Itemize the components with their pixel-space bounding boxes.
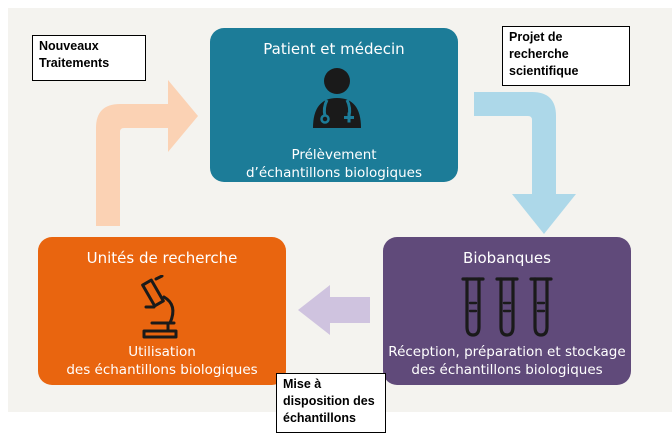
research-units-box: Unités de recherche Utilisation des écha… [38, 237, 286, 385]
note-research-project-line2: recherche [509, 47, 569, 61]
research-units-title: Unités de recherche [86, 249, 238, 267]
patient-caption-line1: Prélèvement [291, 147, 377, 163]
note-research-project-line3: scientifique [509, 64, 579, 78]
patient-caption-line2: d’échantillons biologiques [245, 165, 423, 181]
biobanks-caption-line1: Réception, préparation et stockage [388, 344, 626, 360]
biobanks-box: Biobanques Réception, préparation et sto… [383, 237, 631, 385]
biobanks-title: Biobanques [463, 249, 551, 267]
note-research-project: Projet de recherche scientifique [502, 26, 630, 86]
note-research-project-line1: Projet de [509, 30, 563, 44]
test-tubes-icon [461, 277, 553, 337]
doctor-icon [313, 68, 361, 128]
arrow-biobank-to-research [298, 285, 370, 335]
note-sample-availability: Mise à disposition des échantillons [276, 373, 386, 433]
research-caption-line2: des échantillons biologiques [66, 362, 258, 378]
research-units-caption: Utilisation des échantillons biologiques [38, 343, 286, 379]
patient-doctor-box: Patient et médecin Prélèvement d’échanti… [210, 28, 458, 182]
patient-doctor-caption: Prélèvement d’échantillons biologiques [210, 146, 458, 182]
note-new-treatments: Nouveaux Traitements [32, 35, 146, 81]
microscope-icon [141, 275, 178, 339]
patient-doctor-title: Patient et médecin [263, 40, 405, 58]
biobanks-caption-line2: des échantillons biologiques [411, 362, 603, 378]
note-new-treatments-line2: Traitements [39, 56, 110, 70]
arrow-patient-to-biobank [474, 92, 576, 234]
note-sample-availability-line2: disposition des [283, 394, 375, 408]
note-sample-availability-line3: échantillons [283, 411, 356, 425]
biobanks-caption: Réception, préparation et stockage des é… [383, 343, 631, 379]
note-sample-availability-line1: Mise à [283, 377, 322, 391]
arrow-research-to-patient [96, 80, 198, 226]
research-caption-line1: Utilisation [128, 344, 196, 360]
note-new-treatments-line1: Nouveaux [39, 39, 99, 53]
